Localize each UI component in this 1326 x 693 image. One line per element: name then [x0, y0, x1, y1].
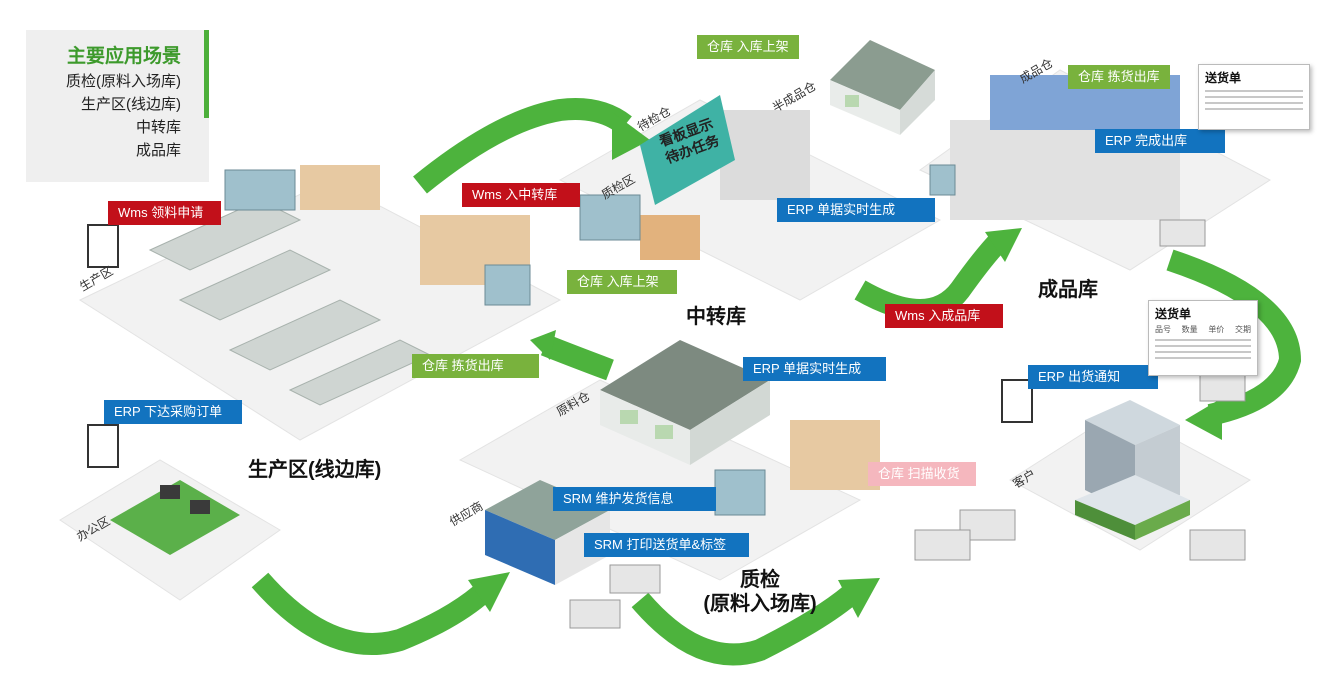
zone-title-qc-line2: (原料入场库) [703, 593, 817, 615]
arrow-finished-to-customer [1166, 249, 1302, 426]
trucks [569, 219, 1246, 629]
arrow-production-to-transfer [413, 98, 632, 194]
delivery-note-lines [1205, 90, 1303, 110]
delivery-note-lines-2 [1155, 339, 1251, 359]
label-erp-purchase-order: ERP 下达采购订单 [104, 400, 242, 424]
scenario-legend: 主要应用场景 质检(原料入场库) 生产区(线边库) 中转库 成品库 [26, 30, 209, 182]
zone-title-finished: 成品库 [1038, 279, 1098, 301]
legend-item-production: 生产区(线边库) [81, 96, 181, 113]
delivery-note-top: 送货单 [1198, 64, 1310, 130]
screens [224, 164, 956, 516]
zone-title-qc-line1: 质检 [740, 569, 780, 591]
label-warehouse-scan-receive: 仓库 扫描收货 [868, 462, 976, 486]
clipboard-icons [87, 224, 1033, 468]
arrow-supplier-to-qc [631, 586, 858, 666]
arrow-raw-to-production [540, 334, 614, 381]
zone-title-qc: 质检 (原料入场库) [695, 568, 825, 616]
label-warehouse-putaway-mid: 仓库 入库上架 [567, 270, 677, 294]
customer-building [1075, 400, 1190, 540]
zone-title-transfer: 中转库 [686, 306, 746, 328]
label-erp-complete-out: ERP 完成出库 [1095, 129, 1225, 153]
label-wms-to-transfer: Wms 入中转库 [462, 183, 580, 207]
legend-item-finished: 成品库 [135, 142, 181, 159]
zone-title-production: 生产区(线边库) [248, 459, 382, 481]
arrowhead-production [530, 330, 556, 360]
legend-title: 主要应用场景 [66, 46, 181, 67]
label-erp-doc-gen-mid: ERP 单据实时生成 [743, 357, 886, 381]
kanban-board [640, 95, 735, 205]
col-item: 品号 [1155, 325, 1171, 334]
delivery-note-title-2: 送货单 [1155, 307, 1192, 321]
label-srm-print-labels: SRM 打印送货单&标签 [584, 533, 749, 557]
label-erp-ship-notice: ERP 出货通知 [1028, 365, 1158, 389]
delivery-note-bottom: 送货单 品号 数量 单价 交期 [1148, 300, 1258, 376]
label-wms-material-request: Wms 领料申请 [108, 201, 221, 225]
label-wms-to-finished: Wms 入成品库 [885, 304, 1003, 328]
label-erp-doc-gen-top: ERP 单据实时生成 [777, 198, 935, 222]
arrowhead-customer [1185, 398, 1222, 440]
semi-finished-warehouse [830, 40, 935, 135]
delivery-note-title: 送货单 [1205, 71, 1242, 85]
legend-item-qc: 质检(原料入场库) [66, 73, 181, 90]
arrowhead-supplier [468, 572, 510, 612]
raw-material-warehouse [600, 340, 770, 465]
office-desks [110, 480, 240, 555]
arrow-heads [468, 112, 1222, 618]
col-qty: 数量 [1181, 325, 1198, 334]
col-date: 交期 [1234, 325, 1251, 334]
label-warehouse-pick-mid: 仓库 拣货出库 [412, 354, 539, 378]
delivery-note-columns: 品号 数量 单价 交期 [1155, 324, 1251, 335]
arrow-office-to-supplier [251, 572, 488, 655]
arrowhead-qc [838, 578, 880, 618]
legend-accent-bar [204, 30, 209, 118]
label-srm-maintain-ship: SRM 维护发货信息 [553, 487, 716, 511]
col-price: 单价 [1208, 325, 1225, 334]
supplier-building [485, 480, 610, 585]
legend-item-transfer: 中转库 [135, 119, 181, 136]
storage-racks [300, 75, 1180, 490]
arrowhead-finished [985, 228, 1022, 262]
arrowhead-transfer [612, 112, 650, 160]
label-warehouse-putaway-top: 仓库 入库上架 [697, 35, 799, 59]
label-warehouse-pick-top: 仓库 拣货出库 [1068, 65, 1170, 89]
